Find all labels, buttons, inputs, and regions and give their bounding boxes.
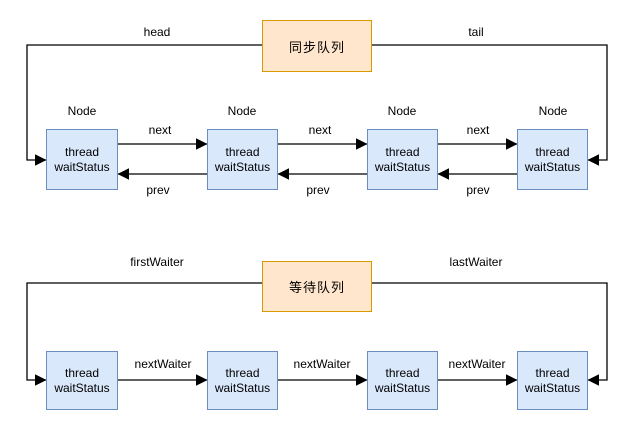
sync-node-3: thread waitStatus — [367, 129, 438, 190]
next-label: next — [308, 123, 332, 137]
wait-node-3: thread waitStatus — [367, 351, 438, 410]
node-text-line1: thread — [225, 144, 260, 159]
sync-node-2: thread waitStatus — [207, 129, 278, 190]
node-text-line1: thread — [64, 365, 100, 380]
node-title: Node — [387, 104, 417, 118]
node-text-line1: thread — [535, 365, 570, 380]
next-waiter-label: nextWaiter — [293, 357, 351, 371]
node-title: Node — [67, 104, 97, 118]
tail-label: tail — [468, 25, 484, 39]
node-text-line2: waitStatus — [374, 159, 431, 174]
tail-connector — [372, 44, 608, 166]
node-text-line2: waitStatus — [54, 159, 110, 174]
sync-node-1: thread waitStatus — [46, 129, 118, 190]
head-connector — [26, 44, 262, 166]
last-waiter-connector — [372, 282, 608, 386]
node-text-line2: waitStatus — [54, 380, 110, 395]
node-text-line1: thread — [225, 365, 260, 380]
node-text-line1: thread — [535, 144, 570, 159]
head-label: head — [143, 25, 171, 39]
node-title: Node — [538, 104, 568, 118]
next-label: next — [148, 123, 172, 137]
last-waiter-label: lastWaiter — [449, 255, 503, 269]
prev-label: prev — [146, 183, 170, 197]
prev-label: prev — [306, 183, 330, 197]
wait-node-4: thread waitStatus — [517, 351, 588, 410]
first-waiter-label: firstWaiter — [130, 255, 184, 269]
node-title: Node — [227, 104, 257, 118]
node-text-line2: waitStatus — [374, 380, 431, 395]
node-text-line2: waitStatus — [214, 380, 271, 395]
node-text-line1: thread — [64, 144, 100, 159]
node-text-line2: waitStatus — [214, 159, 271, 174]
sync-queue-box: 同步队列 — [262, 20, 372, 72]
next-waiter-label: nextWaiter — [448, 357, 506, 371]
first-waiter-connector — [26, 282, 262, 386]
node-text-line1: thread — [385, 365, 420, 380]
sync-node-4: thread waitStatus — [517, 129, 588, 190]
next-waiter-label: nextWaiter — [134, 357, 192, 371]
wait-queue-box: 等待队列 — [262, 261, 372, 312]
next-label: next — [466, 123, 490, 137]
wait-node-2: thread waitStatus — [207, 351, 278, 410]
prev-label: prev — [466, 183, 490, 197]
wait-node-1: thread waitStatus — [46, 351, 118, 410]
node-text-line2: waitStatus — [524, 159, 581, 174]
node-text-line2: waitStatus — [524, 380, 581, 395]
node-text-line1: thread — [385, 144, 420, 159]
